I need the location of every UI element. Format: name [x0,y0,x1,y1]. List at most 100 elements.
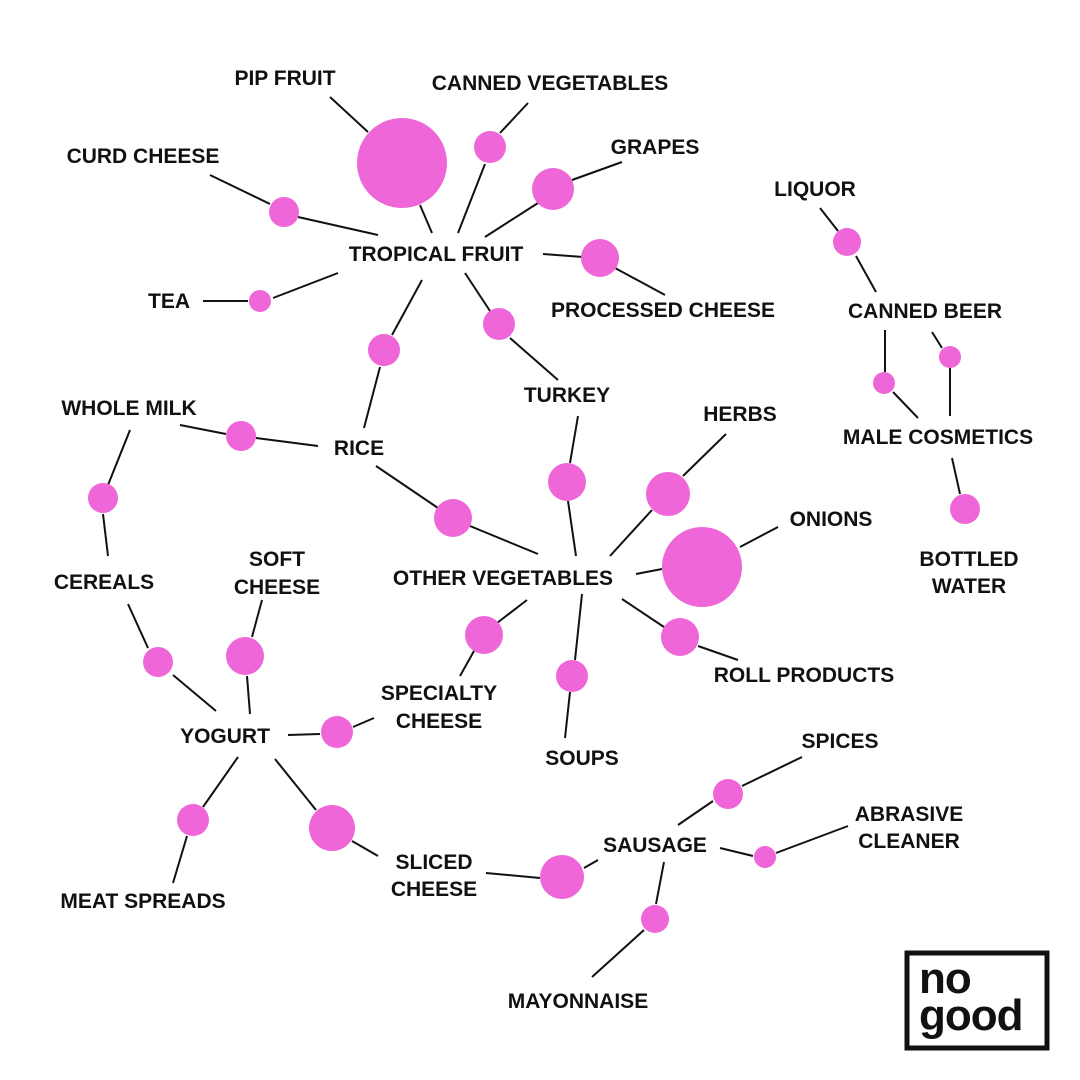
node-rice-tropical [368,334,400,366]
logo-line-1: no [919,954,971,1003]
edge-mayonnaise [655,861,665,905]
node-rice-other-veg [434,499,472,537]
label-yogurt: YOGURT [180,725,270,748]
node-liquor [833,228,861,256]
label-specialty-cheese-line2: CHEESE [396,710,482,733]
label-tropical-fruit: TROPICAL FRUIT [349,243,524,266]
edge-rice-tropical [363,366,381,429]
label-roll-products: ROLL PRODUCTS [714,664,894,687]
node-soups [556,660,588,692]
edge-whole-milk [255,437,319,447]
label-turkey: TURKEY [524,384,610,407]
label-abrasive-cleaner-line1: ABRASIVE [855,803,964,826]
edge-mayonnaise [591,929,645,978]
label-bottled-water-line1: BOTTLED [919,548,1018,571]
edge-rice-other-veg [469,525,539,555]
edge-whole-milk-cereals [107,429,131,486]
edge-canned-vegetables [499,102,529,134]
edge-sliced-cheese-sausage [583,859,599,869]
edge-specialty-cheese [496,599,528,624]
node-sliced-cheese-sausage [540,855,584,899]
node-specialty-cheese-yogurt [321,716,353,748]
edge-sliced-cheese-yogurt [274,758,317,811]
edge-cereals-yogurt [127,603,149,649]
edge-spices [741,756,803,787]
edge-herbs [682,433,727,477]
label-onions: ONIONS [790,508,873,531]
edge-sliced-cheese-yogurt [351,840,379,857]
edge-pip-fruit [329,96,369,133]
label-processed-cheese: PROCESSED CHEESE [551,299,775,322]
edge-grapes [571,161,623,181]
label-soft-cheese-line1: SOFT [249,548,305,571]
label-canned-beer: CANNED BEER [848,300,1002,323]
node-whole-milk-rice [226,421,256,451]
label-male-cosmetics: MALE COSMETICS [843,426,1033,449]
edge-grapes [484,202,539,238]
edge-abrasive-cleaner [719,847,754,857]
label-meat-spreads: MEAT SPREADS [60,890,225,913]
edge-turkey [509,337,559,381]
label-soft-cheese-line2: CHEESE [234,576,320,599]
nodes [88,118,980,933]
edge-canned-beer-left [892,391,919,419]
logo-frame [904,950,1050,1051]
edge-abrasive-cleaner [775,825,849,854]
labels: PIP FRUIT CANNED VEGETABLES CURD CHEESE … [54,67,1033,1013]
edge-roll-products [697,645,739,661]
label-herbs: HERBS [703,403,777,426]
edge-meat-spreads [172,835,188,884]
node-spices [713,779,743,809]
node-meat-spreads [177,804,209,836]
node-canned-beer-left [873,372,895,394]
edge-turkey-other-veg [569,415,579,464]
label-sliced-cheese-line2: CHEESE [391,878,477,901]
edge-liquor [819,207,839,232]
label-spices: SPICES [801,730,878,753]
label-pip-fruit: PIP FRUIT [234,67,335,90]
edge-specialty-cheese [459,650,475,677]
nogood-logo: no good [904,950,1050,1051]
node-bottled-water [950,494,980,524]
edge-specialty-cheese-yogurt [352,717,375,728]
edge-onions [635,568,663,575]
label-liquor: LIQUOR [774,178,856,201]
edge-tea [272,272,339,299]
node-herbs [646,472,690,516]
label-bottled-water-line2: WATER [932,575,1006,598]
label-other-vegetables: OTHER VEGETABLES [393,567,613,590]
label-mayonnaise: MAYONNAISE [508,990,648,1013]
label-canned-vegetables: CANNED VEGETABLES [432,72,668,95]
edge-curd-cheese [297,216,379,236]
edge-soft-cheese [251,599,263,638]
edge-roll-products [621,598,665,628]
edge-turkey [464,272,491,312]
edge-whole-milk [179,424,227,435]
node-roll-products [661,618,699,656]
edge-processed-cheese [614,267,666,296]
edge-canned-beer-right [931,331,943,349]
label-grapes: GRAPES [611,136,700,159]
edge-curd-cheese [209,174,271,205]
node-canned-vegetables [474,131,506,163]
logo-line-2: good [919,991,1023,1040]
node-cereals-yogurt [143,647,173,677]
node-turkey-other-veg [548,463,586,501]
edges [102,96,961,978]
label-sausage: SAUSAGE [603,834,707,857]
node-turkey [483,308,515,340]
label-cereals: CEREALS [54,571,154,594]
label-whole-milk: WHOLE MILK [61,397,196,420]
edge-rice-other-veg [375,465,439,509]
edge-turkey-other-veg [567,500,577,557]
label-abrasive-cleaner-line2: CLEANER [858,830,960,853]
node-processed-cheese [581,239,619,277]
node-grapes [532,168,574,210]
label-curd-cheese: CURD CHEESE [67,145,220,168]
node-pip-fruit [357,118,447,208]
label-rice: RICE [334,437,384,460]
edge-whole-milk-cereals [102,513,109,557]
node-sliced-cheese-yogurt [309,805,355,851]
edge-canned-vegetables [457,163,486,234]
